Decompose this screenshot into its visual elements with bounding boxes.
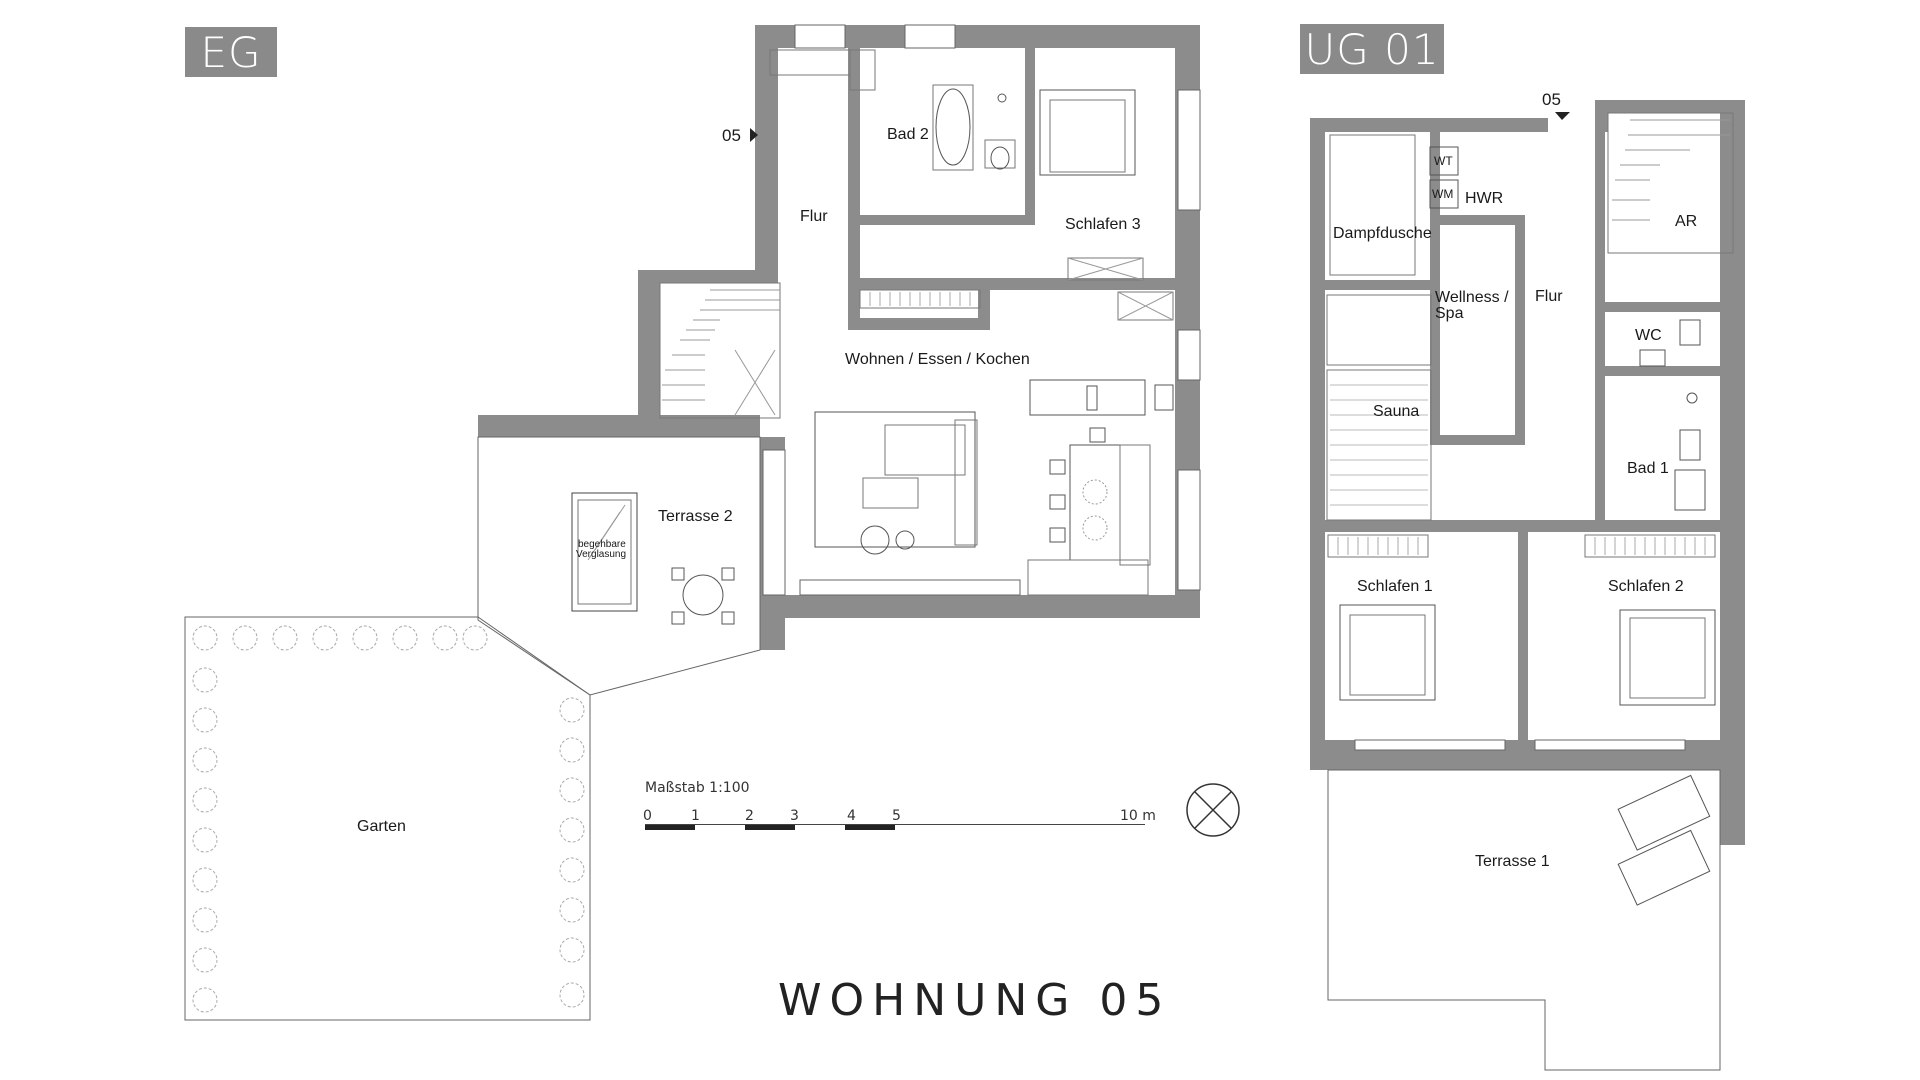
scale-tick-0: 0	[643, 808, 652, 824]
room-sauna: Sauna	[1373, 403, 1420, 420]
north-arrow-icon	[1186, 783, 1240, 837]
room-wc: WC	[1635, 327, 1662, 344]
room-dampfdusche: Dampfdusche	[1333, 225, 1432, 242]
level-tag-eg: EG	[185, 27, 277, 77]
room-bad1: Bad 1	[1627, 460, 1669, 477]
room-flur-ug: Flur	[1535, 288, 1563, 305]
room-garten: Garten	[357, 818, 406, 835]
ug-floor	[1310, 100, 1745, 1071]
verglasung-label-1: begehbare	[578, 539, 626, 550]
room-hwr: HWR	[1465, 190, 1504, 207]
room-bad2: Bad 2	[887, 126, 929, 143]
scale-bar	[645, 824, 1145, 830]
room-wellness-1: Wellness /	[1435, 289, 1509, 306]
fixture-wt: WT	[1434, 154, 1453, 168]
page-title: WOHNUNG 05	[778, 975, 1172, 1026]
room-flur-eg: Flur	[800, 208, 828, 225]
room-terrasse1: Terrasse 1	[1475, 853, 1550, 870]
scale-label: Maßstab 1:100	[645, 780, 750, 796]
room-ar: AR	[1675, 213, 1698, 230]
room-terrasse2: Terrasse 2	[658, 508, 733, 525]
room-schlafen2: Schlafen 2	[1608, 578, 1684, 595]
room-schlafen1: Schlafen 1	[1357, 578, 1433, 595]
room-wohnen: Wohnen / Essen / Kochen	[845, 351, 1030, 368]
eg-floor	[184, 24, 1201, 1021]
level-tag-ug: UG 01	[1300, 24, 1444, 74]
scale-tick-4: 4	[847, 808, 856, 824]
fixture-wm: WM	[1432, 187, 1454, 201]
ug-entry-number: 05	[1542, 90, 1561, 109]
scale-tick-3: 3	[790, 808, 799, 824]
room-wellness-2: Spa	[1435, 305, 1464, 322]
eg-entry-number: 05	[722, 126, 741, 145]
scale-tick-10: 10 m	[1120, 808, 1156, 824]
room-schlafen3: Schlafen 3	[1065, 216, 1141, 233]
scale-tick-2: 2	[745, 808, 754, 824]
scale-tick-5: 5	[892, 808, 901, 824]
scale-tick-1: 1	[691, 808, 700, 824]
verglasung-label-2: Verglasung	[576, 549, 627, 560]
